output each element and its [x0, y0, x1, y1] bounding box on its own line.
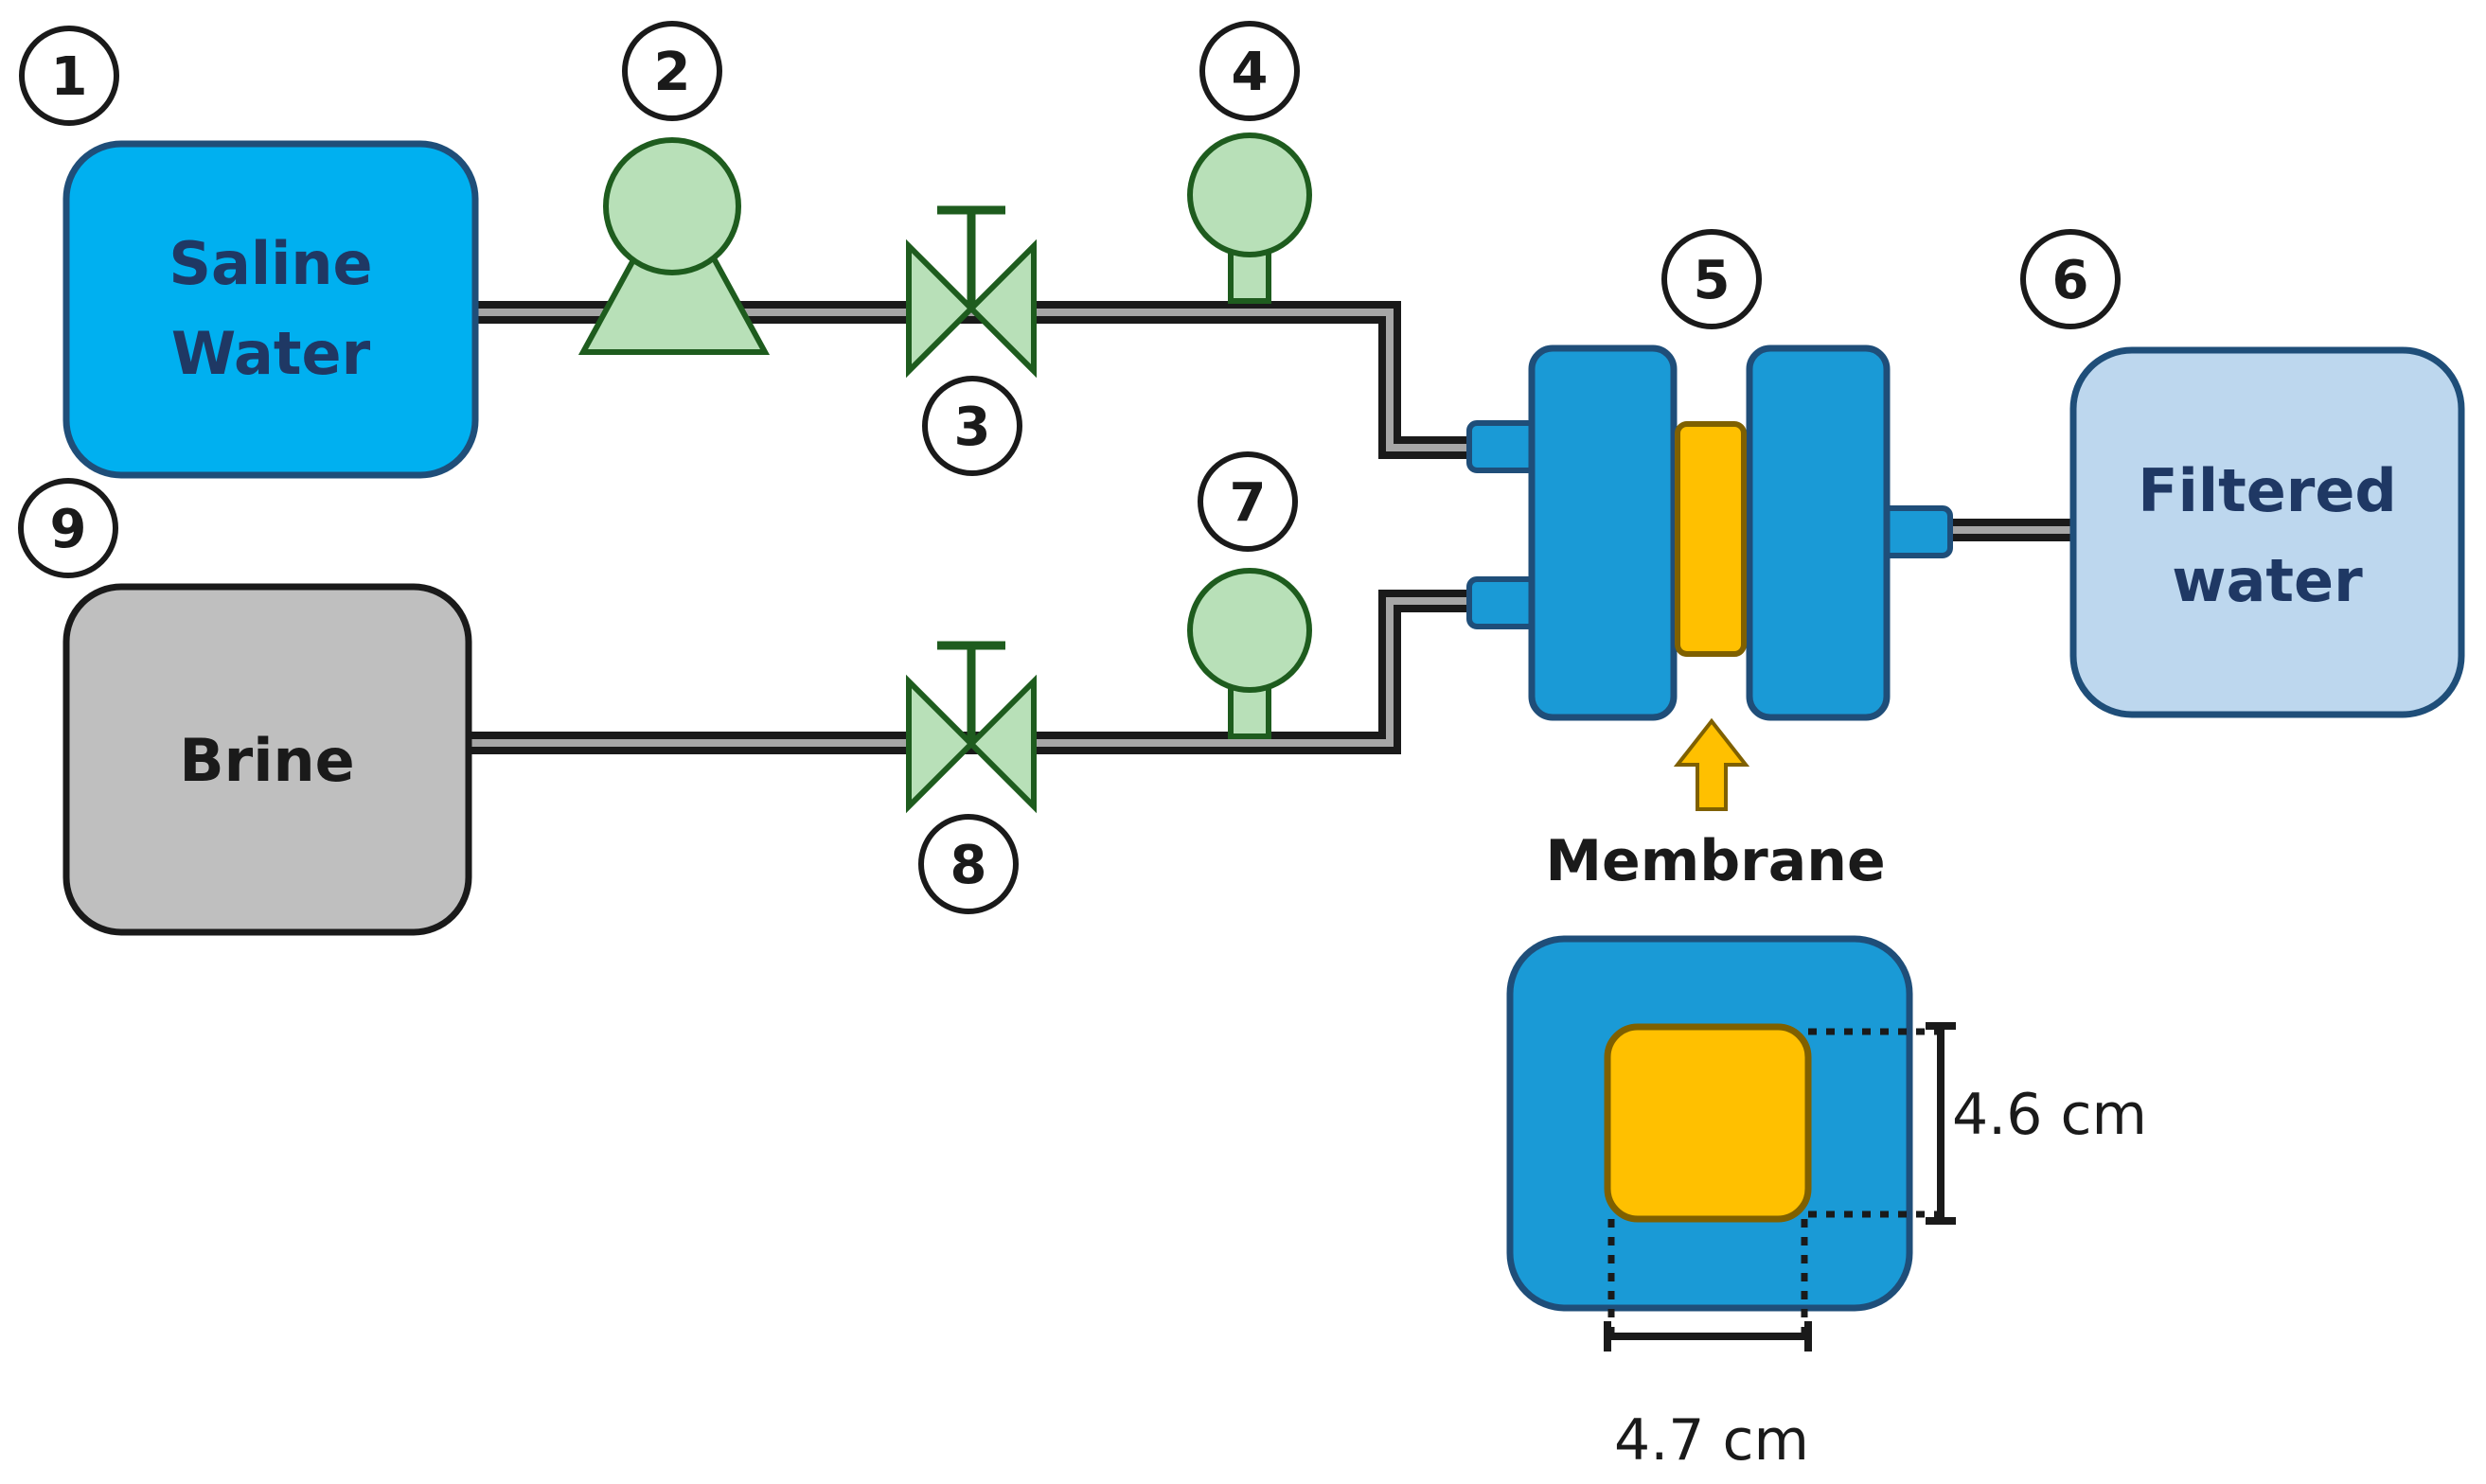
cell-permeate-half: [1746, 344, 1891, 721]
cell-inlet-upper: [1466, 420, 1538, 473]
arrow-up-icon: [1673, 717, 1750, 811]
callout-7: 7: [1198, 451, 1298, 552]
membrane-area: [1604, 1023, 1812, 1223]
membrane-label: Membrane: [1545, 828, 1885, 894]
membrane-cell: [1466, 344, 1953, 721]
callout-6-number: 6: [2052, 250, 2089, 311]
cell-outlet: [1879, 505, 1953, 558]
width-dimension: [1604, 1321, 1812, 1352]
membrane-detail: 4.6 cm 4.7 cm: [1506, 935, 2147, 1474]
membrane-height-label: 4.6 cm: [1952, 1082, 2147, 1148]
pressure-gauge-icon: [1187, 132, 1312, 304]
membrane-sheet: [1675, 421, 1747, 657]
brine-valve-icon: [906, 641, 1037, 814]
callout-8: 8: [918, 814, 1019, 914]
callout-2: 2: [622, 21, 722, 121]
saline-water-tank: Saline Water: [62, 140, 479, 479]
saline-tank-label-line1: Saline: [169, 229, 372, 298]
callout-5: 5: [1661, 229, 1762, 329]
callout-8-number: 8: [950, 835, 987, 896]
cell-feed-half: [1528, 344, 1678, 721]
brine-tank: Brine: [62, 583, 472, 936]
brine-pressure-gauge-icon: [1187, 568, 1312, 739]
callout-9-number: 9: [50, 499, 87, 560]
callout-9: 9: [18, 478, 118, 578]
callout-4-number: 4: [1232, 42, 1269, 103]
callout-5-number: 5: [1694, 250, 1731, 311]
membrane-width-label: 4.7 cm: [1614, 1407, 1809, 1474]
callout-3: 3: [922, 376, 1022, 476]
filtered-water-tank: Filtered water: [2069, 346, 2465, 718]
brine-tank-label: Brine: [179, 726, 354, 795]
dimension-guides: [1607, 1028, 1950, 1334]
pump-icon: [577, 137, 771, 355]
callout-7-number: 7: [1230, 472, 1267, 534]
callout-2-number: 2: [654, 42, 691, 103]
callout-3-number: 3: [954, 397, 991, 458]
cell-inlet-lower: [1466, 576, 1538, 629]
callout-4: 4: [1199, 21, 1300, 121]
callout-1-number: 1: [51, 46, 88, 108]
callout-1: 1: [19, 26, 119, 126]
callout-6: 6: [2020, 229, 2121, 329]
saline-tank-label-line2: Water: [171, 319, 371, 388]
filtered-tank-label-line1: Filtered: [2138, 456, 2397, 525]
valve-icon: [906, 205, 1037, 379]
filtered-tank-label-line2: water: [2172, 546, 2363, 615]
height-dimension: [1926, 1022, 1956, 1225]
